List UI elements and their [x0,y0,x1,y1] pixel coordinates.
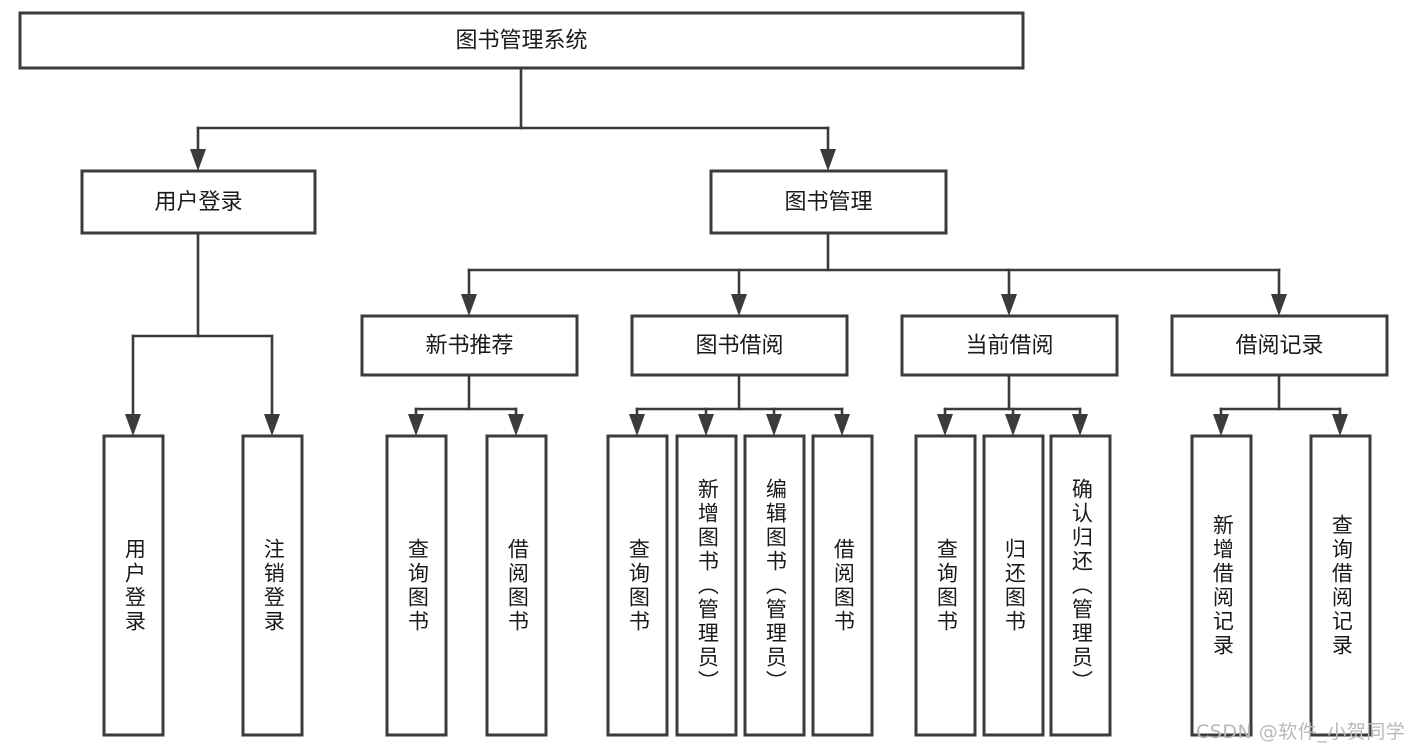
arrow-head-icon-book-borrow-3 [834,414,850,436]
node-leaf-add-record[interactable] [1190,434,1253,737]
arrow-head-icon-new-book-recommend-0 [408,414,424,436]
node-box-leaf-query-book-2[interactable] [606,434,669,737]
node-leaf-borrow-book-2[interactable] [811,434,874,737]
csdn-watermark: CSDN @软件_小贺同学 [1196,721,1405,743]
arrow-head-icon-current-borrow-0 [937,414,953,436]
node-box-leaf-borrow-book-2[interactable] [811,434,874,737]
node-box-leaf-add-record[interactable] [1190,434,1253,737]
arrow-head-icon-current-borrow-2 [1072,414,1088,436]
node-box-root[interactable] [18,11,1025,70]
node-box-leaf-user-login[interactable] [102,434,165,737]
node-new-book-recommend[interactable] [360,314,579,377]
node-box-leaf-confirm-return[interactable] [1049,434,1112,737]
arrow-head-icon-bookmgmt-2 [1001,294,1017,316]
node-box-borrow-records[interactable] [1170,314,1389,377]
node-label-book-borrow: 图书借阅 [695,334,783,359]
node-box-book-borrow[interactable] [630,314,849,377]
node-box-user-login[interactable] [80,169,317,235]
node-leaf-return-book[interactable] [982,434,1045,737]
node-box-leaf-borrow-book-1[interactable] [485,434,548,737]
node-leaf-query-book-2[interactable] [606,434,669,737]
node-label-current-borrow: 当前借阅 [965,334,1053,359]
node-leaf-confirm-return[interactable] [1049,434,1112,737]
node-box-leaf-edit-book[interactable] [743,434,806,737]
node-box-leaf-logout[interactable] [241,434,304,737]
node-label-root: 图书管理系统 [455,29,587,54]
node-current-borrow[interactable] [900,314,1119,377]
arrow-head-icon-borrow-records-1 [1332,414,1348,436]
arrow-head-icon-bookmgmt-0 [461,294,477,316]
node-leaf-edit-book[interactable] [743,434,806,737]
node-box-leaf-query-record[interactable] [1309,434,1372,737]
node-box-leaf-add-book[interactable] [675,434,738,737]
arrow-head-icon-current-borrow-1 [1005,414,1021,436]
node-box-leaf-query-book-1[interactable] [385,434,448,737]
node-book-borrow[interactable] [630,314,849,377]
arrow-head-icon-book-borrow-1 [698,414,714,436]
node-leaf-logout[interactable] [241,434,304,737]
arrow-head-icon-bookmgmt-3 [1271,294,1287,316]
arrow-head-icon-bookmgmt-1 [731,294,747,316]
node-label-new-book-recommend: 新书推荐 [425,334,513,359]
arrow-head-icon-root-0 [190,149,206,171]
node-leaf-query-book-1[interactable] [385,434,448,737]
node-box-new-book-recommend[interactable] [360,314,579,377]
node-box-current-borrow[interactable] [900,314,1119,377]
node-book-management[interactable] [709,169,948,235]
arrow-head-icon-book-borrow-2 [766,414,782,436]
node-box-leaf-query-book-3[interactable] [914,434,977,737]
node-leaf-query-book-3[interactable] [914,434,977,737]
node-box-book-management[interactable] [709,169,948,235]
arrow-head-icon-new-book-recommend-1 [508,414,524,436]
node-label-user-login: 用户登录 [154,190,242,215]
node-leaf-query-record[interactable] [1309,434,1372,737]
node-borrow-records[interactable] [1170,314,1389,377]
node-leaf-add-book[interactable] [675,434,738,737]
node-leaf-user-login[interactable] [102,434,165,737]
node-user-login[interactable] [80,169,317,235]
arrow-head-icon-user-login-1 [264,414,280,436]
node-root[interactable] [18,11,1025,70]
arrow-head-icon-root-1 [820,149,836,171]
node-label-borrow-records: 借阅记录 [1235,334,1323,359]
arrow-head-icon-user-login-0 [125,414,141,436]
node-box-leaf-return-book[interactable] [982,434,1045,737]
arrow-head-icon-book-borrow-0 [629,414,645,436]
arrow-head-icon-borrow-records-0 [1213,414,1229,436]
node-leaf-borrow-book-1[interactable] [485,434,548,737]
node-label-book-management: 图书管理 [784,190,872,215]
